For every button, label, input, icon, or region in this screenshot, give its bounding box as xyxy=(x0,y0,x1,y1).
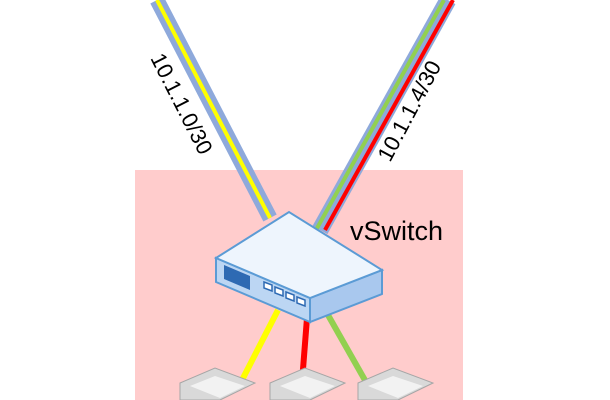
downlink-cable-green xyxy=(325,313,369,384)
uplink-cable-left xyxy=(150,0,277,222)
host-box-icon xyxy=(357,367,435,400)
host-box-icon xyxy=(269,367,347,400)
vswitch-label: vSwitch xyxy=(350,216,443,246)
uplink-cable-right xyxy=(312,0,456,235)
network-switch-icon xyxy=(213,210,385,324)
downlink-cable-yellow xyxy=(238,308,281,384)
host-box-icon xyxy=(179,367,257,400)
